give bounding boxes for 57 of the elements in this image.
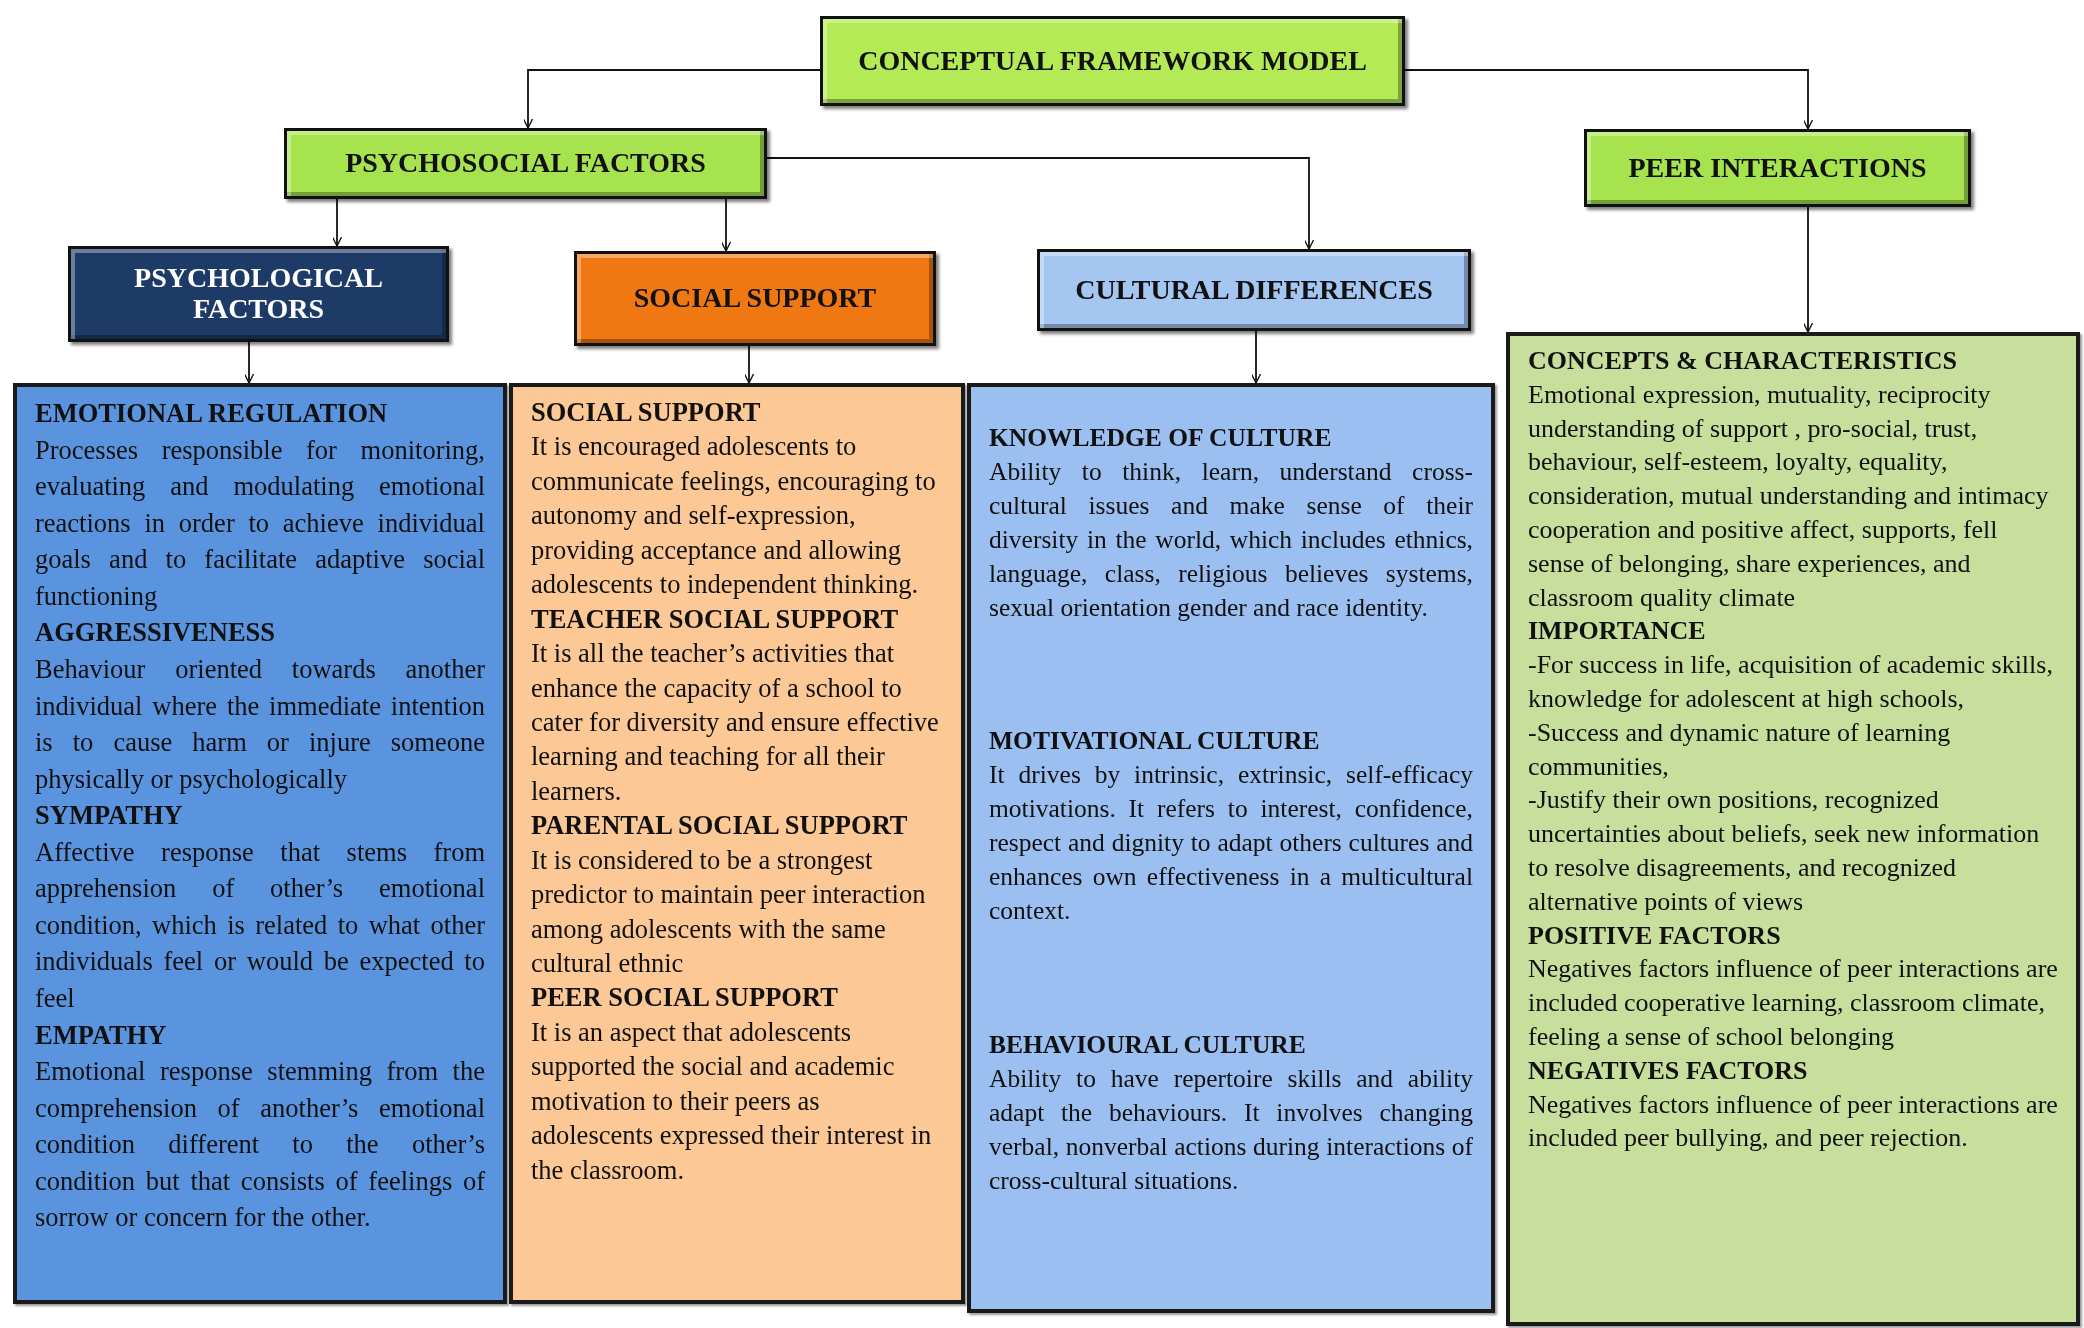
category-box <box>284 128 767 199</box>
body-text: Processes responsible for monitoring, evaluating and modulating emotional reactions in order to achieve individual goals and to facilitate adaptive social functioning <box>35 433 485 613</box>
box-title: PSYCHOLOGICAL FACTORS <box>133 263 384 325</box>
body-text: It drives by intrinsic, extrinsic, self-efficacy motivations. It refers to interest, confidence, respect and dignity to adapt others cultures and enhances own effectiveness in a multicultural context. <box>989 759 1473 927</box>
section-heading: BEHAVIOURAL CULTURE <box>989 1028 1307 1061</box>
arrow <box>1802 206 1814 333</box>
box-title: CULTURAL DIFFERENCES <box>1074 274 1434 306</box>
category-box <box>1584 129 1971 207</box>
body-text: Affective response that stems from apprehension of other’s emotional condition, which is related to what other individuals feel or would be expected to feel <box>35 835 485 1015</box>
section-heading: AGGRESSIVENESS <box>35 616 277 650</box>
arrow <box>743 345 755 384</box>
arrow <box>522 69 821 129</box>
box-title: SOCIAL SUPPORT <box>632 283 878 314</box>
body-text: It is an aspect that adolescents supported the social and academic motivation to their peers as adolescents expressed their interest in the classroom. <box>531 1015 933 1187</box>
section-heading: IMPORTANCE <box>1528 615 1707 648</box>
section-heading: EMPATHY <box>35 1018 168 1052</box>
arrow <box>243 341 255 384</box>
section-heading: TEACHER SOCIAL SUPPORT <box>531 602 900 636</box>
arrow <box>720 198 732 252</box>
section-heading: CONCEPTS & CHARACTERISTICS <box>1528 345 1959 377</box>
arrow <box>331 198 343 247</box>
title-box <box>820 16 1405 106</box>
info-panel <box>967 383 1495 1313</box>
box-title: PEER INTERACTIONS <box>1627 152 1928 184</box>
section-heading: POSITIVE FACTORS <box>1528 919 1782 952</box>
section-heading: PEER SOCIAL SUPPORT <box>531 981 839 1015</box>
box-title: CONCEPTUAL FRAMEWORK MODEL <box>857 45 1368 77</box>
info-panel <box>509 383 965 1304</box>
section-heading: MOTIVATIONAL CULTURE <box>989 725 1321 758</box>
arrow <box>1250 330 1262 384</box>
body-text: Behaviour oriented towards another individual where the immediate intention is to cause harm or injure someone physically or psychologically <box>35 652 485 796</box>
body-text: Ability to think, learn, understand cross-cultural issues and make sense of their diversity in the world, which includes ethnics, language, class, religious believes systems, sexual orientation gender and race identity. <box>989 455 1473 624</box>
arrow <box>1404 69 1814 130</box>
body-text: Emotional expression, mutuality, reciprocity understanding of support , pro-social, trust, behaviour, self-esteem, loyalty, equality, consideration, mutual understanding and intimacy cooperation and positive affect, supports, fell sense of belonging, share experiences, and classroom quality climate <box>1528 378 2050 614</box>
box-title: PSYCHOSOCIAL FACTORS <box>344 148 707 179</box>
body-text: It is encouraged adolescents to communicate feelings, encouraging to autonomy and self-expression, providing acceptance and allowing adolescents to independent thinking. <box>531 430 937 602</box>
body-text: Ability to have repertoire skills and ability adapt the behaviours. It involves changing verbal, nonverbal actions during interactions of cross-cultural situations. <box>989 1062 1473 1197</box>
body-text: -For success in life, acquisition of academic skills, knowledge for adolescent at high schools, <box>1528 649 2054 715</box>
section-heading: KNOWLEDGE OF CULTURE <box>989 422 1333 454</box>
section-heading: SYMPATHY <box>35 799 184 833</box>
info-panel <box>13 383 507 1304</box>
section-heading: EMOTIONAL REGULATION <box>35 397 389 430</box>
body-text: -Justify their own positions, recognized uncertainties about beliefs, seek new information to resolve disagreements, and recognized alternative points of views <box>1528 784 2041 918</box>
section-heading: PARENTAL SOCIAL SUPPORT <box>531 809 909 843</box>
body-text: Negatives factors influence of peer interactions are included peer bullying, and peer rejection. <box>1528 1088 2058 1155</box>
body-text: It is considered to be a strongest predictor to maintain peer interaction among adolescents with the same cultural ethnic <box>531 843 927 980</box>
body-text: Emotional response stemming from the comprehension of another’s emotional condition different to the other’s condition but that consists of feelings of sorrow or concern for the other. <box>35 1055 485 1235</box>
category-box <box>1037 249 1471 331</box>
body-text: -Success and dynamic nature of learning communities, <box>1528 716 1952 783</box>
info-panel <box>1506 332 2080 1326</box>
section-heading: SOCIAL SUPPORT <box>531 396 762 429</box>
category-box <box>68 246 449 342</box>
category-box <box>574 251 936 346</box>
body-text: Negatives factors influence of peer interactions are included cooperative learning, classroom climate, feeling a sense of school belonging <box>1528 953 2058 1053</box>
body-text: It is all the teacher’s activities that enhance the capacity of a school to cater for diversity and ensure effective learning and teaching for all their learners. <box>531 637 940 808</box>
arrow <box>766 157 1315 250</box>
section-heading: NEGATIVES FACTORS <box>1528 1054 1809 1087</box>
